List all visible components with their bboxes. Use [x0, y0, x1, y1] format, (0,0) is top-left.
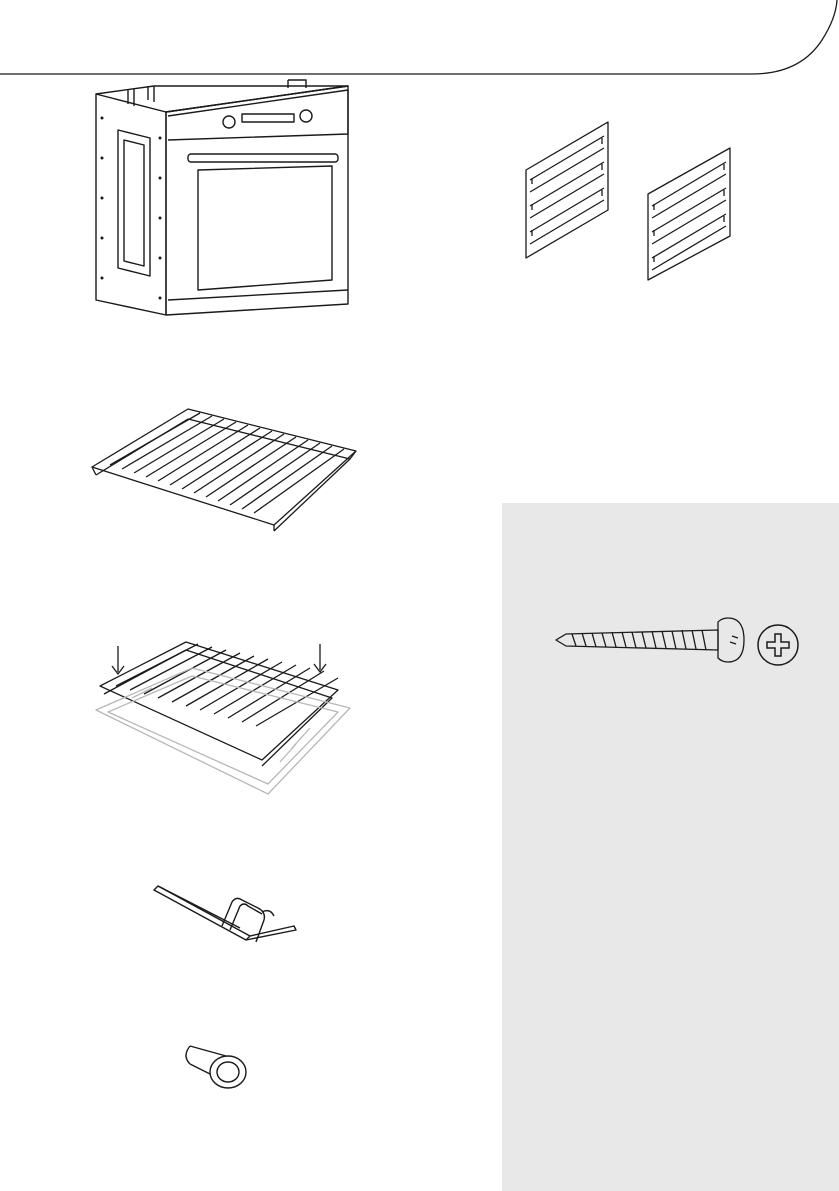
rotisserie-fork-icon	[150, 882, 300, 954]
phillips-head-icon	[755, 622, 801, 668]
gray-side-panel	[502, 503, 839, 1191]
page-cut-line	[0, 0, 839, 80]
screw-icon	[552, 612, 752, 668]
shelf-support-icon	[518, 118, 738, 283]
wire-rack-icon	[88, 405, 360, 533]
rack-on-tray-icon	[92, 638, 354, 798]
bushing-icon	[180, 1034, 250, 1094]
oven-icon	[92, 78, 357, 320]
